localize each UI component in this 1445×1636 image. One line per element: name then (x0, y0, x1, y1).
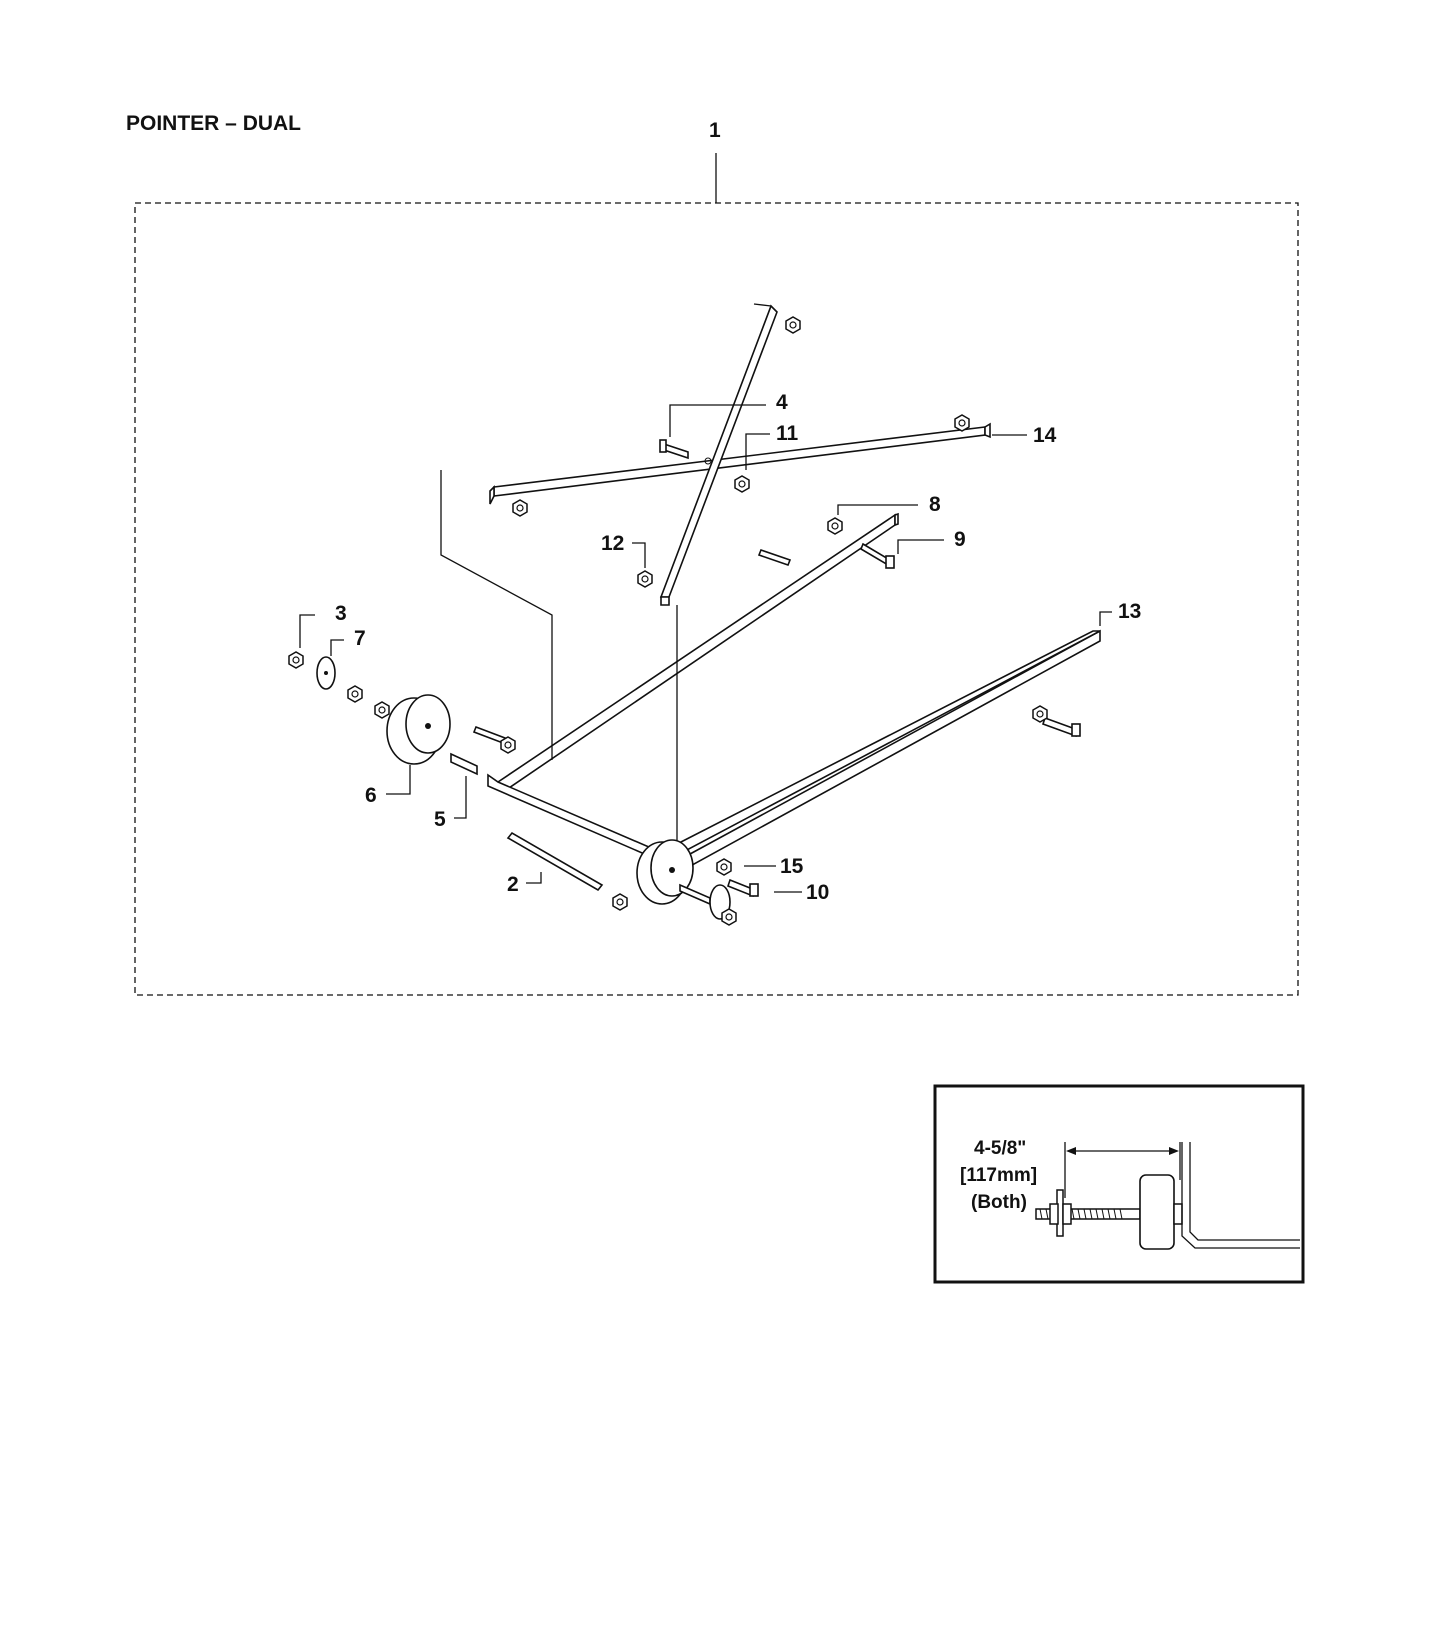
frame-bar-rear (496, 512, 899, 792)
callout-15: 15 (780, 855, 804, 878)
bolt-10 (727, 878, 759, 898)
callout-6: 6 (365, 784, 377, 807)
callout-11: 11 (776, 422, 799, 445)
leader-6 (386, 765, 411, 795)
nut-brace-left (512, 499, 528, 517)
frame-bar-front (487, 629, 1101, 871)
nut-brace-right (954, 414, 970, 432)
leader-3 (299, 614, 315, 648)
callout-8: 8 (929, 493, 941, 516)
nut-axle-a (347, 685, 363, 703)
washer-15 (716, 858, 732, 876)
inset-note: (Both) (971, 1192, 1027, 1213)
nut-roller-right (721, 908, 737, 926)
inset-dimension-mm: [117mm] (960, 1165, 1037, 1186)
nut-axle-end (612, 893, 628, 911)
bolt-4 (659, 439, 689, 460)
nut-side-bar (1032, 705, 1048, 723)
nut-8 (827, 517, 843, 535)
callout-5: 5 (434, 808, 446, 831)
leader-13 (1099, 611, 1112, 626)
cross-brace-bar-b (659, 303, 778, 606)
callout-9: 9 (954, 528, 966, 551)
nut-11 (734, 475, 750, 493)
inset-dimension-inches: 4-5/8" (974, 1138, 1026, 1159)
diagram-title: POINTER – DUAL (126, 112, 302, 135)
leader-4 (669, 404, 766, 437)
nut-frame-left (500, 736, 516, 754)
nut-3 (288, 651, 304, 669)
nut-axle-b (374, 701, 390, 719)
washer-7 (316, 656, 336, 690)
callout-14: 14 (1033, 424, 1057, 447)
leader-11 (745, 433, 770, 470)
leader-2 (526, 872, 542, 884)
roller-6 (386, 694, 451, 765)
bolt-side-bar (1041, 716, 1081, 738)
roller-right (636, 839, 731, 920)
nut-12 (637, 570, 653, 588)
spacer-5 (450, 752, 478, 776)
callout-3: 3 (335, 602, 347, 625)
callout-13: 13 (1118, 600, 1141, 623)
callout-7: 7 (354, 627, 366, 650)
leader-7 (330, 639, 344, 656)
callout-4: 4 (776, 391, 788, 414)
bolt-9 (860, 542, 895, 569)
leader-12 (632, 542, 646, 568)
side-bar-13 (677, 630, 1101, 853)
leader-5 (454, 776, 467, 819)
brace-center-hole (704, 457, 712, 465)
callout-2: 2 (507, 873, 519, 896)
cross-brace-bar-a (489, 422, 991, 505)
inset-detail: 4-5/8" [117mm] (Both) (933, 1084, 1305, 1284)
callout-12: 12 (601, 532, 624, 555)
callout-1: 1 (709, 119, 721, 142)
nut-top (785, 316, 801, 334)
bolt-upper-frame (757, 548, 792, 567)
assembly-boundary (134, 202, 1299, 996)
alignment-line-left (440, 470, 553, 760)
axle-rod-2 (506, 831, 604, 892)
leader-8 (837, 504, 918, 515)
callout-10: 10 (806, 881, 829, 904)
leader-9 (897, 539, 944, 554)
